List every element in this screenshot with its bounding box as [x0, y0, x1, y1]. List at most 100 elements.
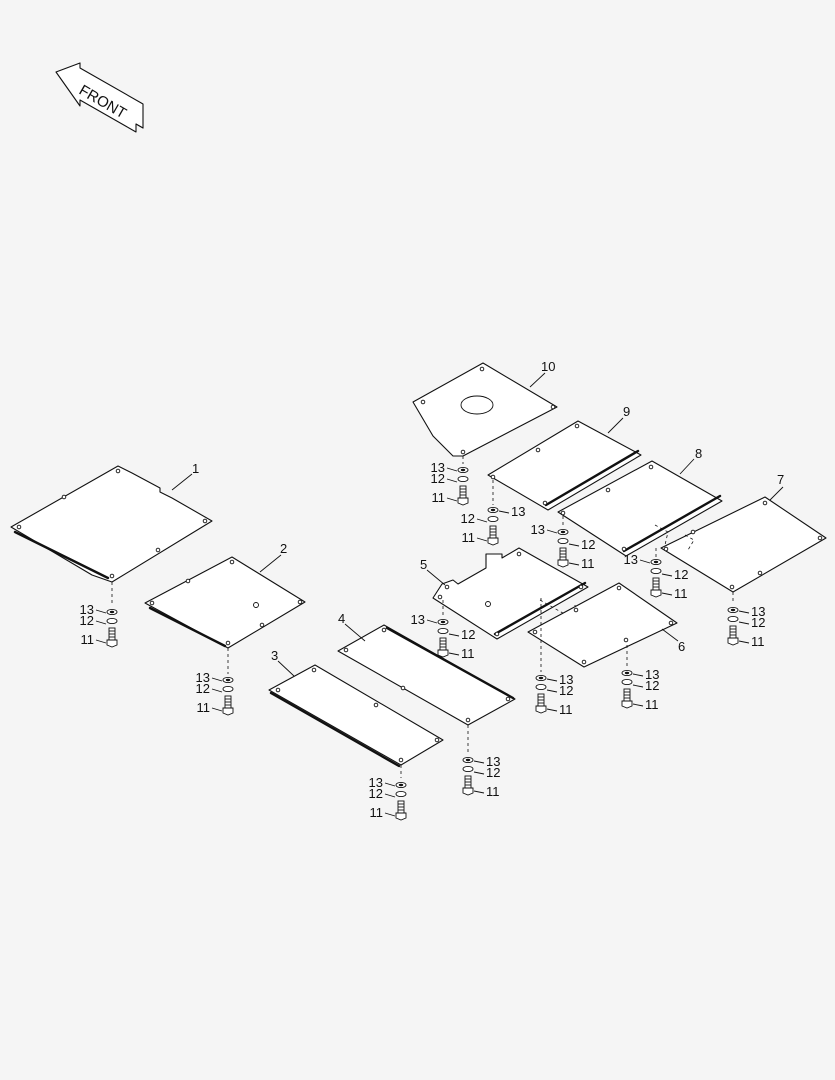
washer-callout: 13	[751, 604, 765, 619]
washer-callout: 13	[411, 612, 425, 627]
callout-10: 10	[541, 359, 555, 374]
bolt-callout-leader	[476, 537, 488, 542]
bolt-washer-stack-icon	[457, 466, 469, 506]
lock-washer-callout-leader	[446, 478, 458, 483]
part-6-cover	[527, 582, 678, 672]
washer-callout-leader	[632, 673, 644, 677]
bolt-washer-stack-icon	[557, 528, 569, 568]
bolt-callout-leader	[95, 639, 107, 644]
bolt-washer-stack-icon	[395, 781, 407, 821]
lock-washer-callout: 12	[559, 683, 573, 698]
lock-washer-callout: 12	[369, 786, 383, 801]
bolt-callout: 11	[486, 784, 500, 799]
washer-callout-leader	[426, 619, 438, 624]
part-4-cover	[337, 624, 516, 755]
bolt-callout-leader	[661, 592, 673, 596]
part-1-cover	[10, 465, 213, 606]
bolt-callout: 11	[197, 700, 211, 715]
bolt-washer-stack-icon	[437, 618, 449, 658]
callout-2: 2	[280, 541, 287, 556]
bolt-callout: 11	[462, 530, 476, 545]
bolt-callout: 11	[674, 586, 688, 601]
bolt-callout-leader	[738, 640, 750, 644]
bolt-callout-leader	[632, 703, 644, 707]
washer-callout: 13	[196, 670, 210, 685]
lock-washer-callout-leader	[738, 621, 750, 625]
washer-callout-leader	[546, 678, 558, 682]
bolt-callout-leader	[473, 790, 485, 794]
bolt-callout-leader	[568, 562, 580, 566]
washer-callout: 13	[431, 460, 445, 475]
washer-callout-leader	[473, 760, 485, 764]
bolt-callout-leader	[384, 812, 396, 817]
callout-5: 5	[420, 557, 427, 572]
washer-callout: 13	[80, 602, 94, 617]
washer-callout-leader	[639, 559, 651, 564]
washer-callout-leader	[446, 467, 458, 472]
bolt-washer-stack-icon	[487, 506, 499, 546]
callout-7: 7	[777, 472, 784, 487]
bolt-callout: 11	[559, 702, 573, 717]
bolt-washer-stack-icon	[222, 676, 234, 716]
part-10-cover	[412, 362, 558, 464]
bolt-callout-leader	[448, 652, 460, 656]
bolt-washer-stack-icon	[535, 674, 547, 714]
bolt-callout: 11	[461, 646, 475, 661]
lock-washer-callout: 12	[486, 765, 500, 780]
bolt-callout: 11	[581, 556, 595, 571]
washer-callout: 13	[531, 522, 545, 537]
lock-washer-callout-leader	[384, 793, 396, 798]
lock-washer-callout-leader	[211, 688, 223, 693]
bolt-callout-leader	[211, 707, 223, 712]
front-arrow-icon: FRONT	[55, 62, 144, 133]
washer-callout-leader	[546, 529, 558, 534]
part-2-cover	[144, 556, 306, 674]
bolt-washer-stack-icon	[106, 608, 118, 648]
washer-callout: 13	[511, 504, 525, 519]
lock-washer-callout: 12	[645, 678, 659, 693]
part-9-cover	[487, 420, 642, 511]
part-8-cover	[557, 460, 723, 557]
washer-callout-leader	[211, 677, 223, 682]
bolt-callout: 11	[370, 805, 384, 820]
washer-callout: 13	[486, 754, 500, 769]
lock-washer-callout-leader	[661, 573, 673, 577]
lock-washer-callout: 12	[461, 627, 475, 642]
callout-9: 9	[623, 404, 630, 419]
callout-8: 8	[695, 446, 702, 461]
washer-callout-leader	[384, 782, 396, 787]
washer-callout-leader	[498, 510, 510, 514]
lock-washer-callout-leader	[632, 684, 644, 688]
lock-washer-callout: 12	[674, 567, 688, 582]
bolt-washer-stack-icon	[462, 756, 474, 796]
lock-washer-callout-leader	[448, 633, 460, 637]
bolt-callout: 11	[751, 634, 765, 649]
washer-callout: 13	[624, 552, 638, 567]
bolt-callout-leader	[446, 497, 458, 502]
lock-washer-callout-leader	[476, 518, 488, 523]
lock-washer-callout: 12	[751, 615, 765, 630]
bolt-washer-stack-icon	[650, 558, 662, 598]
part-3-cover	[268, 664, 444, 778]
washer-callout-leader	[95, 609, 107, 614]
lock-washer-callout: 12	[196, 681, 210, 696]
bolt-washer-stack-icon	[621, 669, 633, 709]
bolt-callout: 11	[81, 632, 95, 647]
part-5-cover	[432, 547, 589, 640]
callout-3: 3	[271, 648, 278, 663]
lock-washer-callout-leader	[95, 620, 107, 625]
washer-callout: 13	[369, 775, 383, 790]
callout-6: 6	[678, 639, 685, 654]
washer-callout: 13	[559, 672, 573, 687]
washer-callout-leader	[738, 610, 750, 614]
part-7-cover	[654, 496, 827, 604]
washer-callout: 13	[645, 667, 659, 682]
fastener-sets: 1312111312111312111312111312111312111312…	[80, 460, 765, 821]
callout-4: 4	[338, 611, 345, 626]
bolt-washer-stack-icon	[727, 606, 739, 646]
bolt-callout-leader	[546, 708, 558, 712]
lock-washer-callout-leader	[546, 689, 558, 693]
lock-washer-callout: 12	[80, 613, 94, 628]
